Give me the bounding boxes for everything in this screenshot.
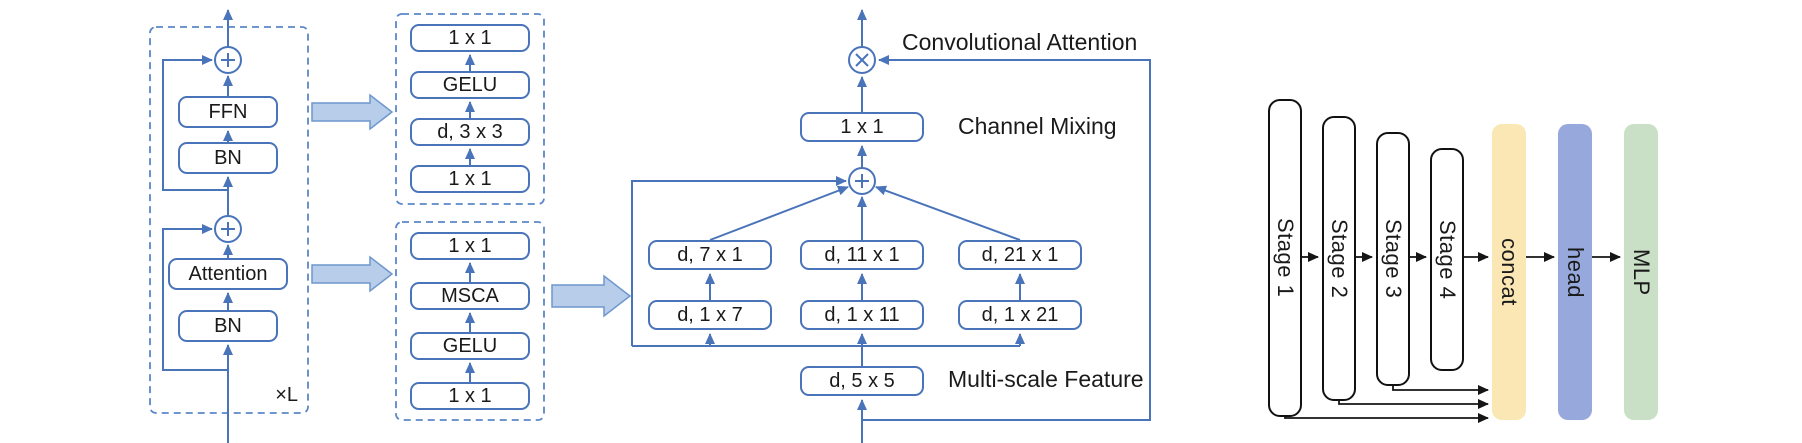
- stage-1-bar: Stage 1: [1268, 99, 1302, 417]
- stage-3-label: Stage 3: [1381, 219, 1406, 299]
- stage-4-bar: Stage 4: [1430, 148, 1464, 371]
- attn-detail-msca: MSCA: [410, 282, 530, 310]
- branch3-to-sum-line: [875, 185, 1021, 241]
- repeat-count-label: ×L: [275, 384, 298, 406]
- stage-4-label: Stage 4: [1435, 219, 1460, 300]
- annotation-multiscale-feature: Multi-scale Feature: [948, 366, 1144, 392]
- stage3-skip-to-concat-line: [1392, 385, 1489, 395]
- msca-branch2-conv11x1: d, 11 x 1: [800, 240, 924, 270]
- attn-detail-conv1x1-bottom: 1 x 1: [410, 382, 530, 410]
- ffn-detail-gelu: GELU: [410, 71, 530, 99]
- add-circle-icon: [848, 167, 876, 195]
- concat-bar: concat: [1492, 124, 1526, 420]
- encoder-block-lines: [162, 9, 233, 443]
- annotation-convolutional-attention: Convolutional Attention: [902, 29, 1138, 55]
- attn-detail-conv1x1-top: 1 x 1: [410, 232, 530, 260]
- msca-conv5x5-box: d, 5 x 5: [800, 366, 924, 396]
- attention-box: Attention: [168, 258, 288, 290]
- bn-bottom-box: BN: [178, 310, 278, 342]
- mlp-label: MLP: [1629, 248, 1654, 296]
- multiply-circle-icon: [848, 46, 876, 74]
- msca-mixing-conv1x1: 1 x 1: [800, 112, 924, 142]
- msca-branch1-conv1x7: d, 1 x 7: [648, 300, 772, 330]
- attention-skip-line: [162, 224, 228, 371]
- ffn-expand-arrow-icon: [311, 93, 394, 131]
- msca-expand-arrow-icon: [551, 274, 632, 318]
- ffn-detail-conv1x1-bottom: 1 x 1: [410, 165, 530, 193]
- bn-top-box: BN: [178, 142, 278, 174]
- stage1-skip-to-concat-line: [1284, 413, 1489, 423]
- stage-1-label: Stage 1: [1273, 218, 1298, 298]
- attention-expand-arrow-icon: [311, 255, 394, 293]
- add-circle-icon: [214, 215, 242, 243]
- annotation-channel-mixing: Channel Mixing: [958, 113, 1117, 139]
- ffn-detail-conv1x1-top: 1 x 1: [410, 24, 530, 52]
- msca-branch3-conv21x1: d, 21 x 1: [958, 240, 1082, 270]
- msca-branch2-conv1x11: d, 1 x 11: [800, 300, 924, 330]
- ffn-box: FFN: [178, 96, 278, 128]
- operator-nodes: [214, 46, 876, 243]
- stage-2-label: Stage 2: [1327, 218, 1352, 299]
- encoder-block-outline: [149, 26, 309, 414]
- head-label: head: [1563, 246, 1588, 298]
- msca-branch3-conv1x21: d, 1 x 21: [958, 300, 1082, 330]
- stage-3-bar: Stage 3: [1376, 132, 1410, 386]
- add-circle-icon: [214, 46, 242, 74]
- msca-branch1-conv7x1: d, 7 x 1: [648, 240, 772, 270]
- stage2-skip-to-concat-line: [1338, 399, 1489, 409]
- attn-detail-gelu: GELU: [410, 332, 530, 360]
- branch1-to-sum-line: [709, 185, 849, 241]
- stage-2-bar: Stage 2: [1322, 116, 1356, 401]
- head-bar: head: [1558, 124, 1592, 420]
- concat-label: concat: [1497, 238, 1522, 306]
- ffn-detail-dwconv3x3: d, 3 x 3: [410, 118, 530, 146]
- mlp-bar: MLP: [1624, 124, 1658, 420]
